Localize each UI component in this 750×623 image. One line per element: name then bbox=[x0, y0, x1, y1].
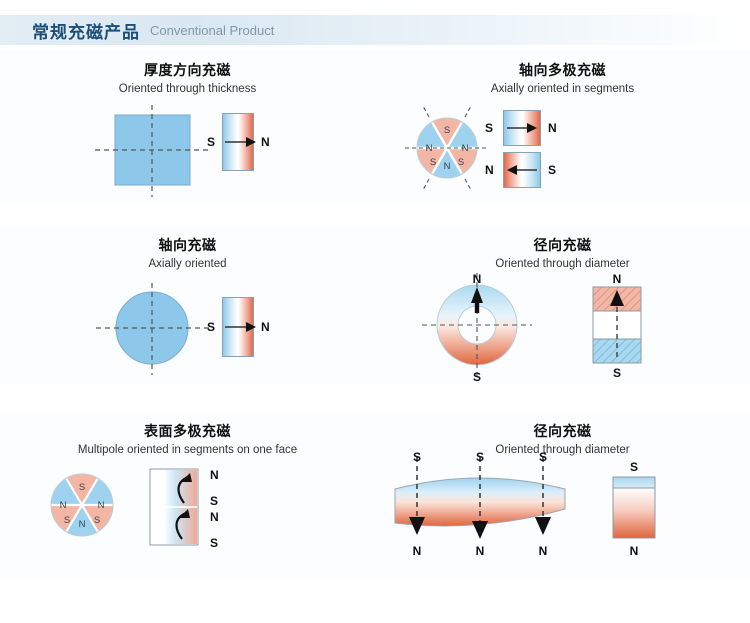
svg-text:N: N bbox=[444, 161, 451, 172]
svg-text:S: S bbox=[458, 157, 464, 168]
svg-text:N: N bbox=[613, 272, 622, 286]
panel-radial-arc: 径向充磁 Oriented through diameter bbox=[375, 413, 750, 578]
multipole-label-bottom-left: N bbox=[485, 163, 494, 177]
panel-axial: 轴向充磁 Axially oriented S N bbox=[0, 225, 375, 385]
svg-text:S: S bbox=[430, 157, 436, 168]
panel-axial-title-en: Axially oriented bbox=[148, 258, 227, 270]
svg-text:N: N bbox=[630, 544, 639, 558]
svg-text:N: N bbox=[98, 500, 105, 511]
radial-ring-diagram: N S N S bbox=[422, 272, 642, 384]
svg-text:N: N bbox=[462, 143, 469, 154]
svg-text:S: S bbox=[630, 460, 638, 474]
panel-radial-arc-art: S S S N N N S N bbox=[375, 450, 750, 575]
axial-label-s: S bbox=[207, 320, 216, 334]
multipole-disc-diagram: S N N N S S bbox=[405, 105, 489, 191]
panel-axial-art: S N bbox=[0, 283, 375, 378]
panel-surface-multipole-title-en: Multipole oriented in segments on one fa… bbox=[77, 444, 298, 456]
svg-text:S: S bbox=[210, 536, 218, 550]
panel-radial-ring-title-cn: 径向充磁 bbox=[533, 238, 592, 254]
panel-surface-multipole: 表面多极充磁 Multipole oriented in segments on… bbox=[0, 413, 375, 578]
panel-radial-arc-title-cn: 径向充磁 bbox=[533, 424, 592, 440]
multipole-label-top-right: N bbox=[548, 121, 557, 135]
svg-text:S: S bbox=[210, 494, 218, 508]
panel-surface-multipole-title-cn: 表面多极充磁 bbox=[144, 424, 231, 440]
panel-surface-multipole-art: S N N N S S bbox=[0, 465, 375, 575]
thickness-arrow-icon bbox=[225, 137, 256, 147]
panel-axial-multipole-title-en: Axially oriented in segments bbox=[490, 83, 635, 95]
axial-arrow-icon bbox=[225, 322, 256, 332]
panel-row-3: 表面多极充磁 Multipole oriented in segments on… bbox=[0, 413, 750, 578]
svg-text:N: N bbox=[60, 500, 67, 511]
multipole-arrow-right-icon bbox=[507, 123, 537, 133]
svg-text:N: N bbox=[473, 272, 482, 286]
svg-text:S: S bbox=[444, 125, 450, 136]
page-title-cn: 常规充磁产品 bbox=[32, 22, 140, 43]
axial-label-n: N bbox=[261, 320, 270, 334]
svg-text:N: N bbox=[210, 510, 219, 524]
axial-disc-diagram bbox=[96, 283, 210, 375]
panel-thickness-title-cn: 厚度方向充磁 bbox=[144, 63, 231, 79]
panel-thickness: 厚度方向充磁 Oriented through thickness bbox=[0, 50, 375, 205]
panel-axial-multipole: 轴向多极充磁 Axially oriented in segments bbox=[375, 50, 750, 205]
panel-row-1: 厚度方向充磁 Oriented through thickness bbox=[0, 50, 750, 205]
surface-multipole-diagram: S N N N S S bbox=[50, 468, 219, 550]
multipole-label-bottom-right: S bbox=[548, 163, 557, 177]
multipole-arrow-left-icon bbox=[507, 165, 537, 175]
svg-text:N: N bbox=[210, 468, 219, 482]
svg-text:N: N bbox=[79, 519, 86, 530]
panel-grid: 厚度方向充磁 Oriented through thickness bbox=[0, 50, 750, 578]
thickness-label-s: S bbox=[207, 135, 216, 149]
svg-text:N: N bbox=[413, 544, 422, 558]
panel-radial-ring: 径向充磁 Oriented through diameter bbox=[375, 225, 750, 385]
svg-text:S: S bbox=[539, 450, 547, 464]
svg-text:N: N bbox=[539, 544, 548, 558]
panel-axial-multipole-title-cn: 轴向多极充磁 bbox=[519, 63, 606, 79]
svg-text:S: S bbox=[476, 450, 484, 464]
panel-radial-arc-title-en: Oriented through diameter bbox=[495, 444, 630, 456]
page-header: 常规充磁产品 Conventional Product bbox=[0, 15, 750, 45]
svg-text:S: S bbox=[613, 366, 621, 380]
panel-axial-multipole-art: S N N N S S bbox=[375, 102, 750, 202]
panel-thickness-title-en: Oriented through thickness bbox=[118, 83, 257, 95]
svg-text:S: S bbox=[79, 482, 85, 493]
svg-text:S: S bbox=[413, 450, 421, 464]
panel-row-2: 轴向充磁 Axially oriented S N bbox=[0, 225, 750, 385]
radial-arc-diagram: S S S N N N S N bbox=[394, 450, 656, 558]
panel-radial-ring-title-en: Oriented through diameter bbox=[495, 258, 630, 270]
page-title-en: Conventional Product bbox=[150, 22, 275, 38]
svg-text:S: S bbox=[473, 370, 481, 384]
panel-axial-title-cn: 轴向充磁 bbox=[158, 238, 217, 254]
svg-text:S: S bbox=[94, 515, 100, 526]
multipole-label-top-left: S bbox=[485, 121, 494, 135]
thickness-label-n: N bbox=[261, 135, 270, 149]
thickness-diagram bbox=[95, 105, 212, 197]
svg-text:S: S bbox=[64, 515, 70, 526]
panel-radial-ring-art: N S N S bbox=[375, 272, 750, 384]
svg-text:N: N bbox=[426, 143, 433, 154]
panel-thickness-art: S N bbox=[0, 105, 375, 200]
svg-text:N: N bbox=[476, 544, 485, 558]
